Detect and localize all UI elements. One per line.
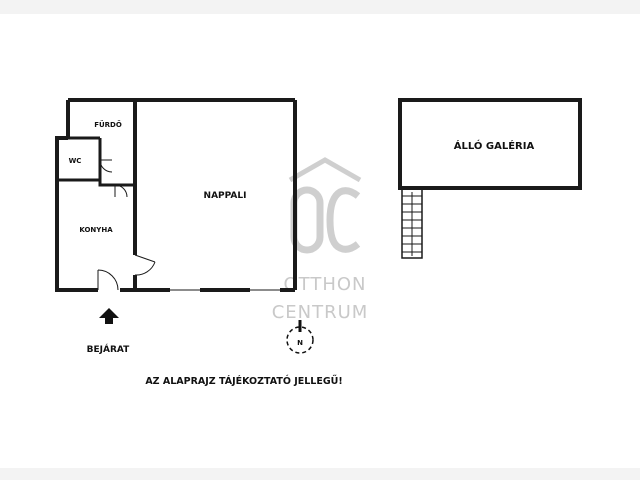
disclaimer-text: AZ ALAPRAJZ TÁJÉKOZTATÓ JELLEGŰ! bbox=[145, 375, 342, 387]
door-kitchen-bath-arc bbox=[114, 184, 128, 198]
ground-floor-plan bbox=[55, 98, 297, 292]
room-label-wc: WC bbox=[69, 157, 82, 165]
watermark-roof-icon bbox=[288, 157, 362, 183]
watermark-logo: OTTHON CENTRUM bbox=[272, 157, 369, 323]
compass-icon: N bbox=[286, 320, 314, 354]
room-label-furdo: FÜRDŐ bbox=[94, 120, 122, 129]
gallery-plan bbox=[398, 98, 582, 259]
door-living-arc bbox=[134, 261, 156, 276]
door-wc-arc bbox=[99, 159, 113, 173]
watermark-letter-o bbox=[290, 186, 324, 254]
room-label-nappali: NAPPALI bbox=[204, 191, 247, 201]
room-label-konyha: KONYHA bbox=[79, 226, 113, 234]
door-entrance-arc bbox=[97, 269, 119, 291]
entrance-label: BEJÁRAT bbox=[87, 343, 131, 355]
watermark-line2: CENTRUM bbox=[272, 302, 369, 323]
room-label-gallery: ÁLLÓ GALÉRIA bbox=[454, 139, 535, 152]
door-living bbox=[134, 254, 156, 263]
top-band bbox=[0, 0, 640, 14]
entrance-arrow-icon bbox=[99, 308, 119, 324]
wall-kitchen-top bbox=[98, 180, 135, 187]
compass-north-letter: N bbox=[297, 339, 303, 347]
wall-outer-left bbox=[55, 136, 98, 292]
wall-gallery bbox=[398, 98, 582, 190]
bottom-band bbox=[0, 468, 640, 480]
staircase-outline bbox=[401, 188, 423, 259]
watermark-line1: OTTHON bbox=[283, 274, 366, 295]
watermark-letter-c bbox=[326, 187, 361, 253]
